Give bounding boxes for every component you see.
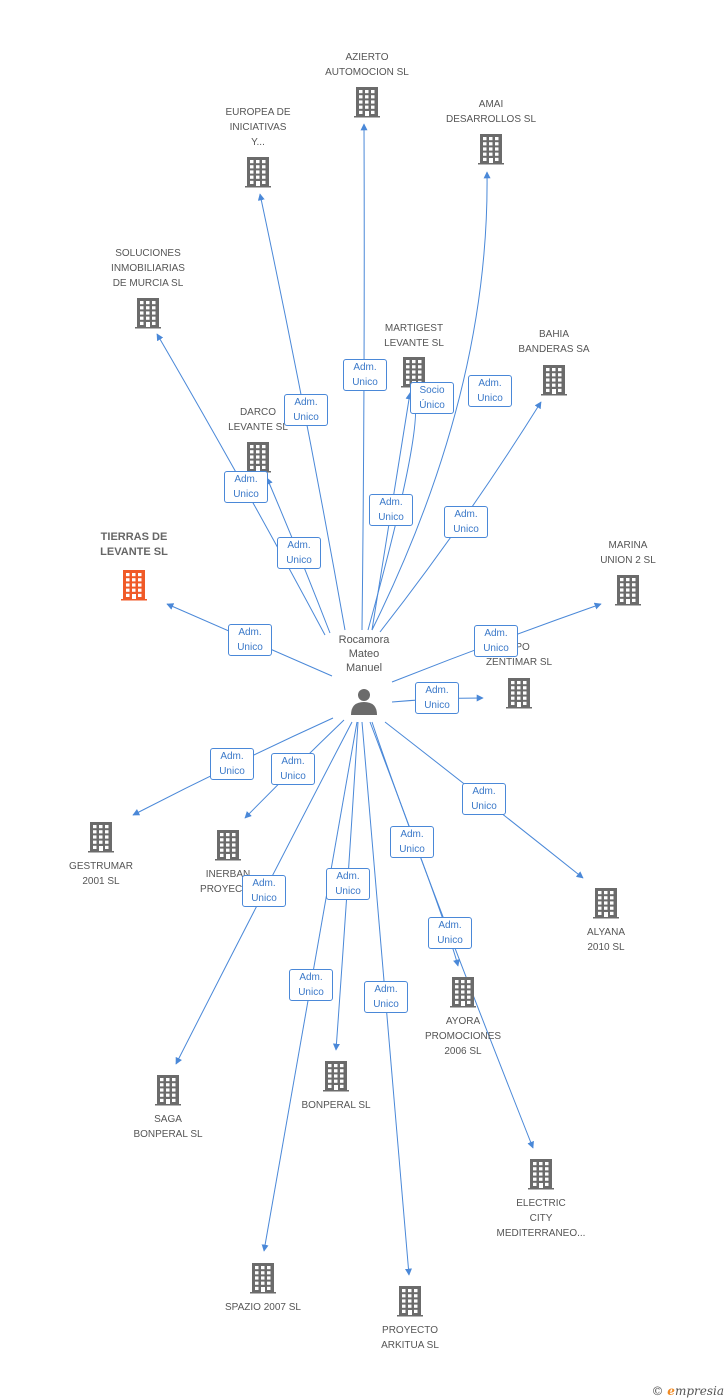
building-icon-spazio[interactable] (250, 1263, 276, 1294)
edge-label-martigest[interactable]: Adm. Unico (369, 494, 413, 526)
edge-label-gestrumar[interactable]: Adm. Unico (210, 748, 254, 780)
edge-label-saga[interactable]: Adm. Unico (242, 875, 286, 907)
company-label-europea[interactable]: EUROPEA DE INICIATIVAS Y... (225, 107, 291, 148)
company-label-tierras[interactable]: TIERRAS DE LEVANTE SL (100, 531, 168, 558)
building-icon-darco[interactable] (245, 442, 271, 473)
brand-rest: mpresia (674, 1384, 724, 1398)
company-label-darco[interactable]: DARCO LEVANTE SL (228, 407, 288, 433)
building-icon-inerban[interactable] (215, 830, 241, 861)
company-label-soluciones[interactable]: SOLUCIONES INMOBILIARIAS DE MURCIA SL (111, 248, 185, 289)
edge-electric (371, 721, 534, 1149)
company-label-inerban[interactable]: INERBAN PROYECTO (200, 869, 256, 895)
company-label-azierto[interactable]: AZIERTO AUTOMOCION SL (325, 52, 409, 78)
building-icon-ayora[interactable] (450, 977, 476, 1008)
building-icon-zentimar[interactable] (506, 678, 532, 709)
company-label-amai[interactable]: AMAI DESARROLLOS SL (445, 99, 537, 125)
edge-label-bonperal[interactable]: Adm. Unico (326, 868, 370, 900)
company-label-bonperal[interactable]: BONPERAL SL (301, 1100, 371, 1111)
building-icon-electric[interactable] (528, 1159, 554, 1190)
company-label-saga[interactable]: SAGA BONPERAL SL (133, 1114, 203, 1140)
edge-label-alyana[interactable]: Adm. Unico (462, 783, 506, 815)
company-label-alyana[interactable]: ALYANA 2010 SL (587, 927, 625, 953)
company-label-ayora[interactable]: AYORA PROMOCIONES 2006 SL (424, 1016, 502, 1057)
edge-amai (371, 171, 491, 631)
edge-label-martigest[interactable]: Socio Único (410, 382, 454, 414)
edge-label-inerban[interactable]: Adm. Unico (271, 753, 315, 785)
edge-label-soluciones[interactable]: Adm. Unico (224, 471, 268, 503)
building-icon-tierras[interactable] (121, 570, 147, 601)
building-icon-alyana[interactable] (593, 888, 619, 919)
person-label[interactable]: Rocamora Mateo Manuel (338, 634, 390, 674)
edge-label-tierras[interactable]: Adm. Unico (228, 624, 272, 656)
building-icon-bahia[interactable] (541, 365, 567, 396)
company-label-arkitua[interactable]: PROYECTO ARKITUA SL (381, 1325, 439, 1351)
building-icon-europea[interactable] (245, 157, 271, 188)
edge-label-zentimar[interactable]: Adm. Unico (415, 682, 459, 714)
company-label-zentimar[interactable]: UPO ZENTIMAR SL (485, 642, 553, 668)
edge-label-amai[interactable]: Adm. Unico (468, 375, 512, 407)
brand-initial: e (667, 1384, 675, 1398)
building-icon-azierto[interactable] (354, 87, 380, 118)
building-icon-amai[interactable] (478, 134, 504, 165)
person-icon[interactable] (351, 689, 377, 715)
building-icon-bonperal[interactable] (323, 1061, 349, 1092)
edge-label-ayora[interactable]: Adm. Unico (428, 917, 472, 949)
copyright-symbol: © (651, 1384, 664, 1398)
company-label-gestrumar[interactable]: GESTRUMAR 2001 SL (69, 861, 133, 887)
edge-label-arkitua[interactable]: Adm. Unico (364, 981, 408, 1013)
building-icon-gestrumar[interactable] (88, 822, 114, 853)
edge-label-azierto[interactable]: Adm. Unico (343, 359, 387, 391)
company-label-electric[interactable]: ELECTRIC CITY MEDITERRANEO... (496, 1198, 586, 1239)
edge-label-europea[interactable]: Adm. Unico (284, 394, 328, 426)
building-icon-soluciones[interactable] (135, 298, 161, 329)
company-label-bahia[interactable]: BAHIA BANDERAS SA (518, 329, 590, 355)
edge-label-bahia[interactable]: Adm. Unico (444, 506, 488, 538)
building-icon-marina[interactable] (615, 575, 641, 606)
building-icon-arkitua[interactable] (397, 1286, 423, 1317)
edge-label-electric[interactable]: Adm. Unico (390, 826, 434, 858)
company-label-marina[interactable]: MARINA UNION 2 SL (600, 540, 656, 566)
edge-label-spazio[interactable]: Adm. Unico (289, 969, 333, 1001)
building-icon-saga[interactable] (155, 1075, 181, 1106)
empresia-logo: © empresia (651, 1384, 724, 1398)
company-label-martigest[interactable]: MARTIGEST LEVANTE SL (384, 323, 444, 349)
edge-label-marina[interactable]: Adm. Unico (474, 625, 518, 657)
edge-label-darco[interactable]: Adm. Unico (277, 537, 321, 569)
company-label-spazio[interactable]: SPAZIO 2007 SL (225, 1302, 301, 1313)
